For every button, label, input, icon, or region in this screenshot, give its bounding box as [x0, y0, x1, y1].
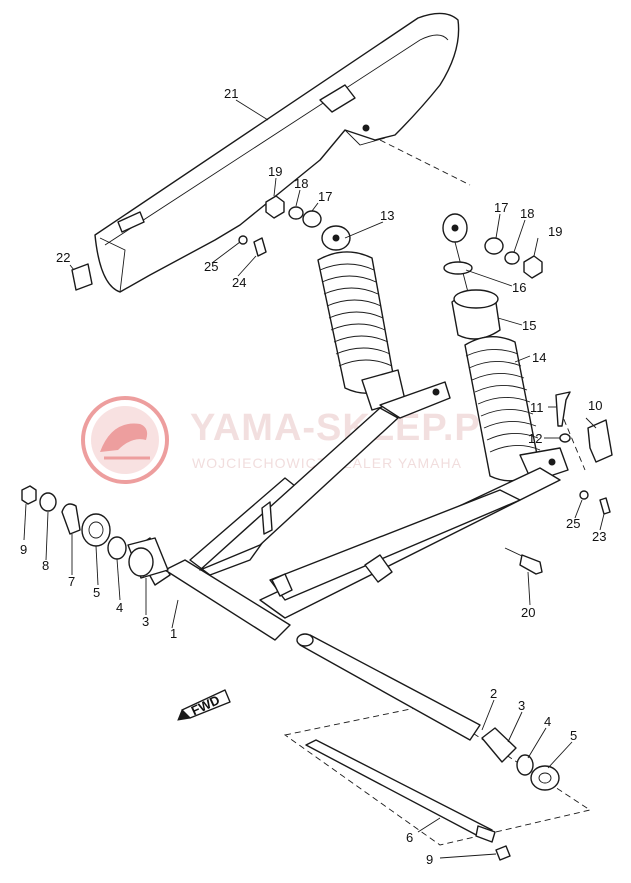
- leader-lines: [23, 99, 605, 859]
- pivot-parts: [127, 537, 560, 861]
- fwd-marker: FWD: [177, 689, 231, 721]
- callout-label-16: 16: [512, 280, 526, 295]
- callout-label-1: 1: [170, 626, 177, 641]
- callout-label-2: 2: [490, 686, 497, 701]
- callout-label-8: 8: [42, 558, 49, 573]
- callout-label-5: 5: [93, 585, 100, 600]
- callout-label-14: 14: [532, 350, 546, 365]
- callout-label-25: 25: [566, 516, 580, 531]
- callout-label-5: 5: [570, 728, 577, 743]
- hardware: [21, 195, 613, 575]
- callout-label-18: 18: [520, 206, 534, 221]
- callout-label-13: 13: [380, 208, 394, 223]
- fwd-label: FWD: [189, 692, 222, 718]
- callout-label-7: 7: [68, 574, 75, 589]
- swing-arm: [134, 407, 561, 641]
- callout-label-3: 3: [142, 614, 149, 629]
- callout-label-18: 18: [294, 176, 308, 191]
- callout-label-20: 20: [521, 605, 535, 620]
- callout-label-11: 11: [530, 400, 544, 415]
- callout-label-4: 4: [544, 714, 551, 729]
- shock-absorber-right: [442, 213, 569, 483]
- callout-label-21: 21: [224, 86, 238, 101]
- callout-label-19: 19: [268, 164, 282, 179]
- callout-label-9: 9: [20, 542, 27, 557]
- assembly-guides: [283, 139, 592, 846]
- callout-label-6: 6: [406, 830, 413, 845]
- callout-label-24: 24: [232, 275, 246, 290]
- chain-case: [94, 12, 460, 293]
- watermark: YAMA-SKLEP.PL WOJCIECHOWICZ DEALER YAMAH…: [81, 396, 504, 484]
- callout-label-10: 10: [588, 398, 602, 413]
- callout-label-17: 17: [494, 200, 508, 215]
- callout-label-22: 22: [56, 250, 70, 265]
- callout-label-19: 19: [548, 224, 562, 239]
- callout-label-3: 3: [518, 698, 525, 713]
- callout-label-25: 25: [204, 259, 218, 274]
- callout-labels: 21 19 18 17 13 17 18 19 16 15 14 22 25 2…: [20, 86, 606, 867]
- callout-label-15: 15: [522, 318, 536, 333]
- shock-absorber-left: [317, 225, 451, 419]
- callout-label-23: 23: [592, 529, 606, 544]
- watermark-logo: [81, 396, 169, 484]
- callout-label-17: 17: [318, 189, 332, 204]
- callout-label-12: 12: [528, 431, 542, 446]
- callout-label-9: 9: [426, 852, 433, 867]
- callout-label-4: 4: [116, 600, 123, 615]
